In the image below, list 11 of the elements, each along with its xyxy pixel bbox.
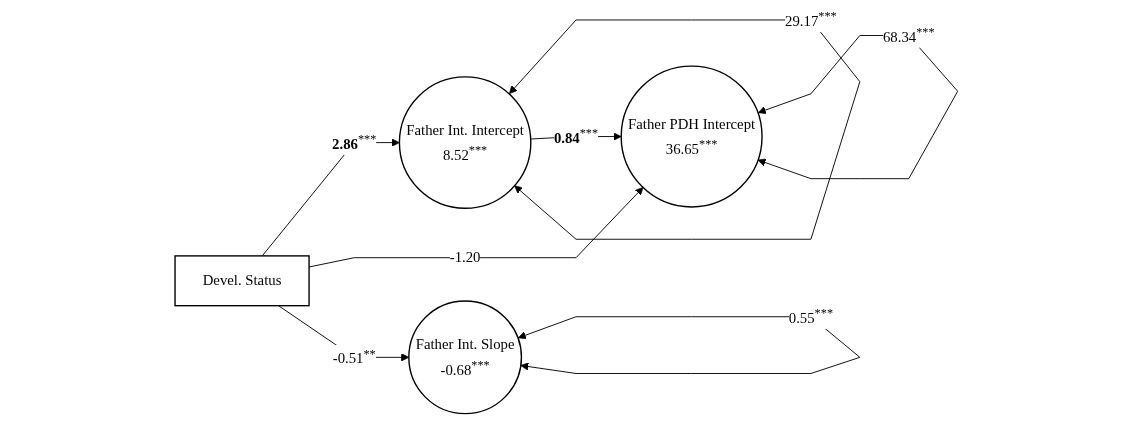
node-circle: Father PDH Intercept 36.65$^{***}$ [620, 65, 763, 208]
edge-label: 68.34$^{***}$ [882, 24, 935, 45]
node-box: Devel. Status [173, 255, 310, 307]
node-circle: Father Int. Slope -0.68$^{***}$ [407, 300, 522, 415]
edge-label: 0.84$^{***}$ [553, 125, 598, 146]
edge-label: -1.20 [449, 249, 481, 266]
edge-label: 29.17$^{***}$ [784, 9, 837, 29]
edge-label: 2.86$^{***}$ [331, 131, 376, 152]
edge-label: 0.55$^{***}$ [788, 305, 833, 326]
edge-label: -0.51$^{**}$ [332, 346, 376, 367]
node-circle: Father Int. Intercept 8.52$^{***}$ [398, 76, 532, 209]
